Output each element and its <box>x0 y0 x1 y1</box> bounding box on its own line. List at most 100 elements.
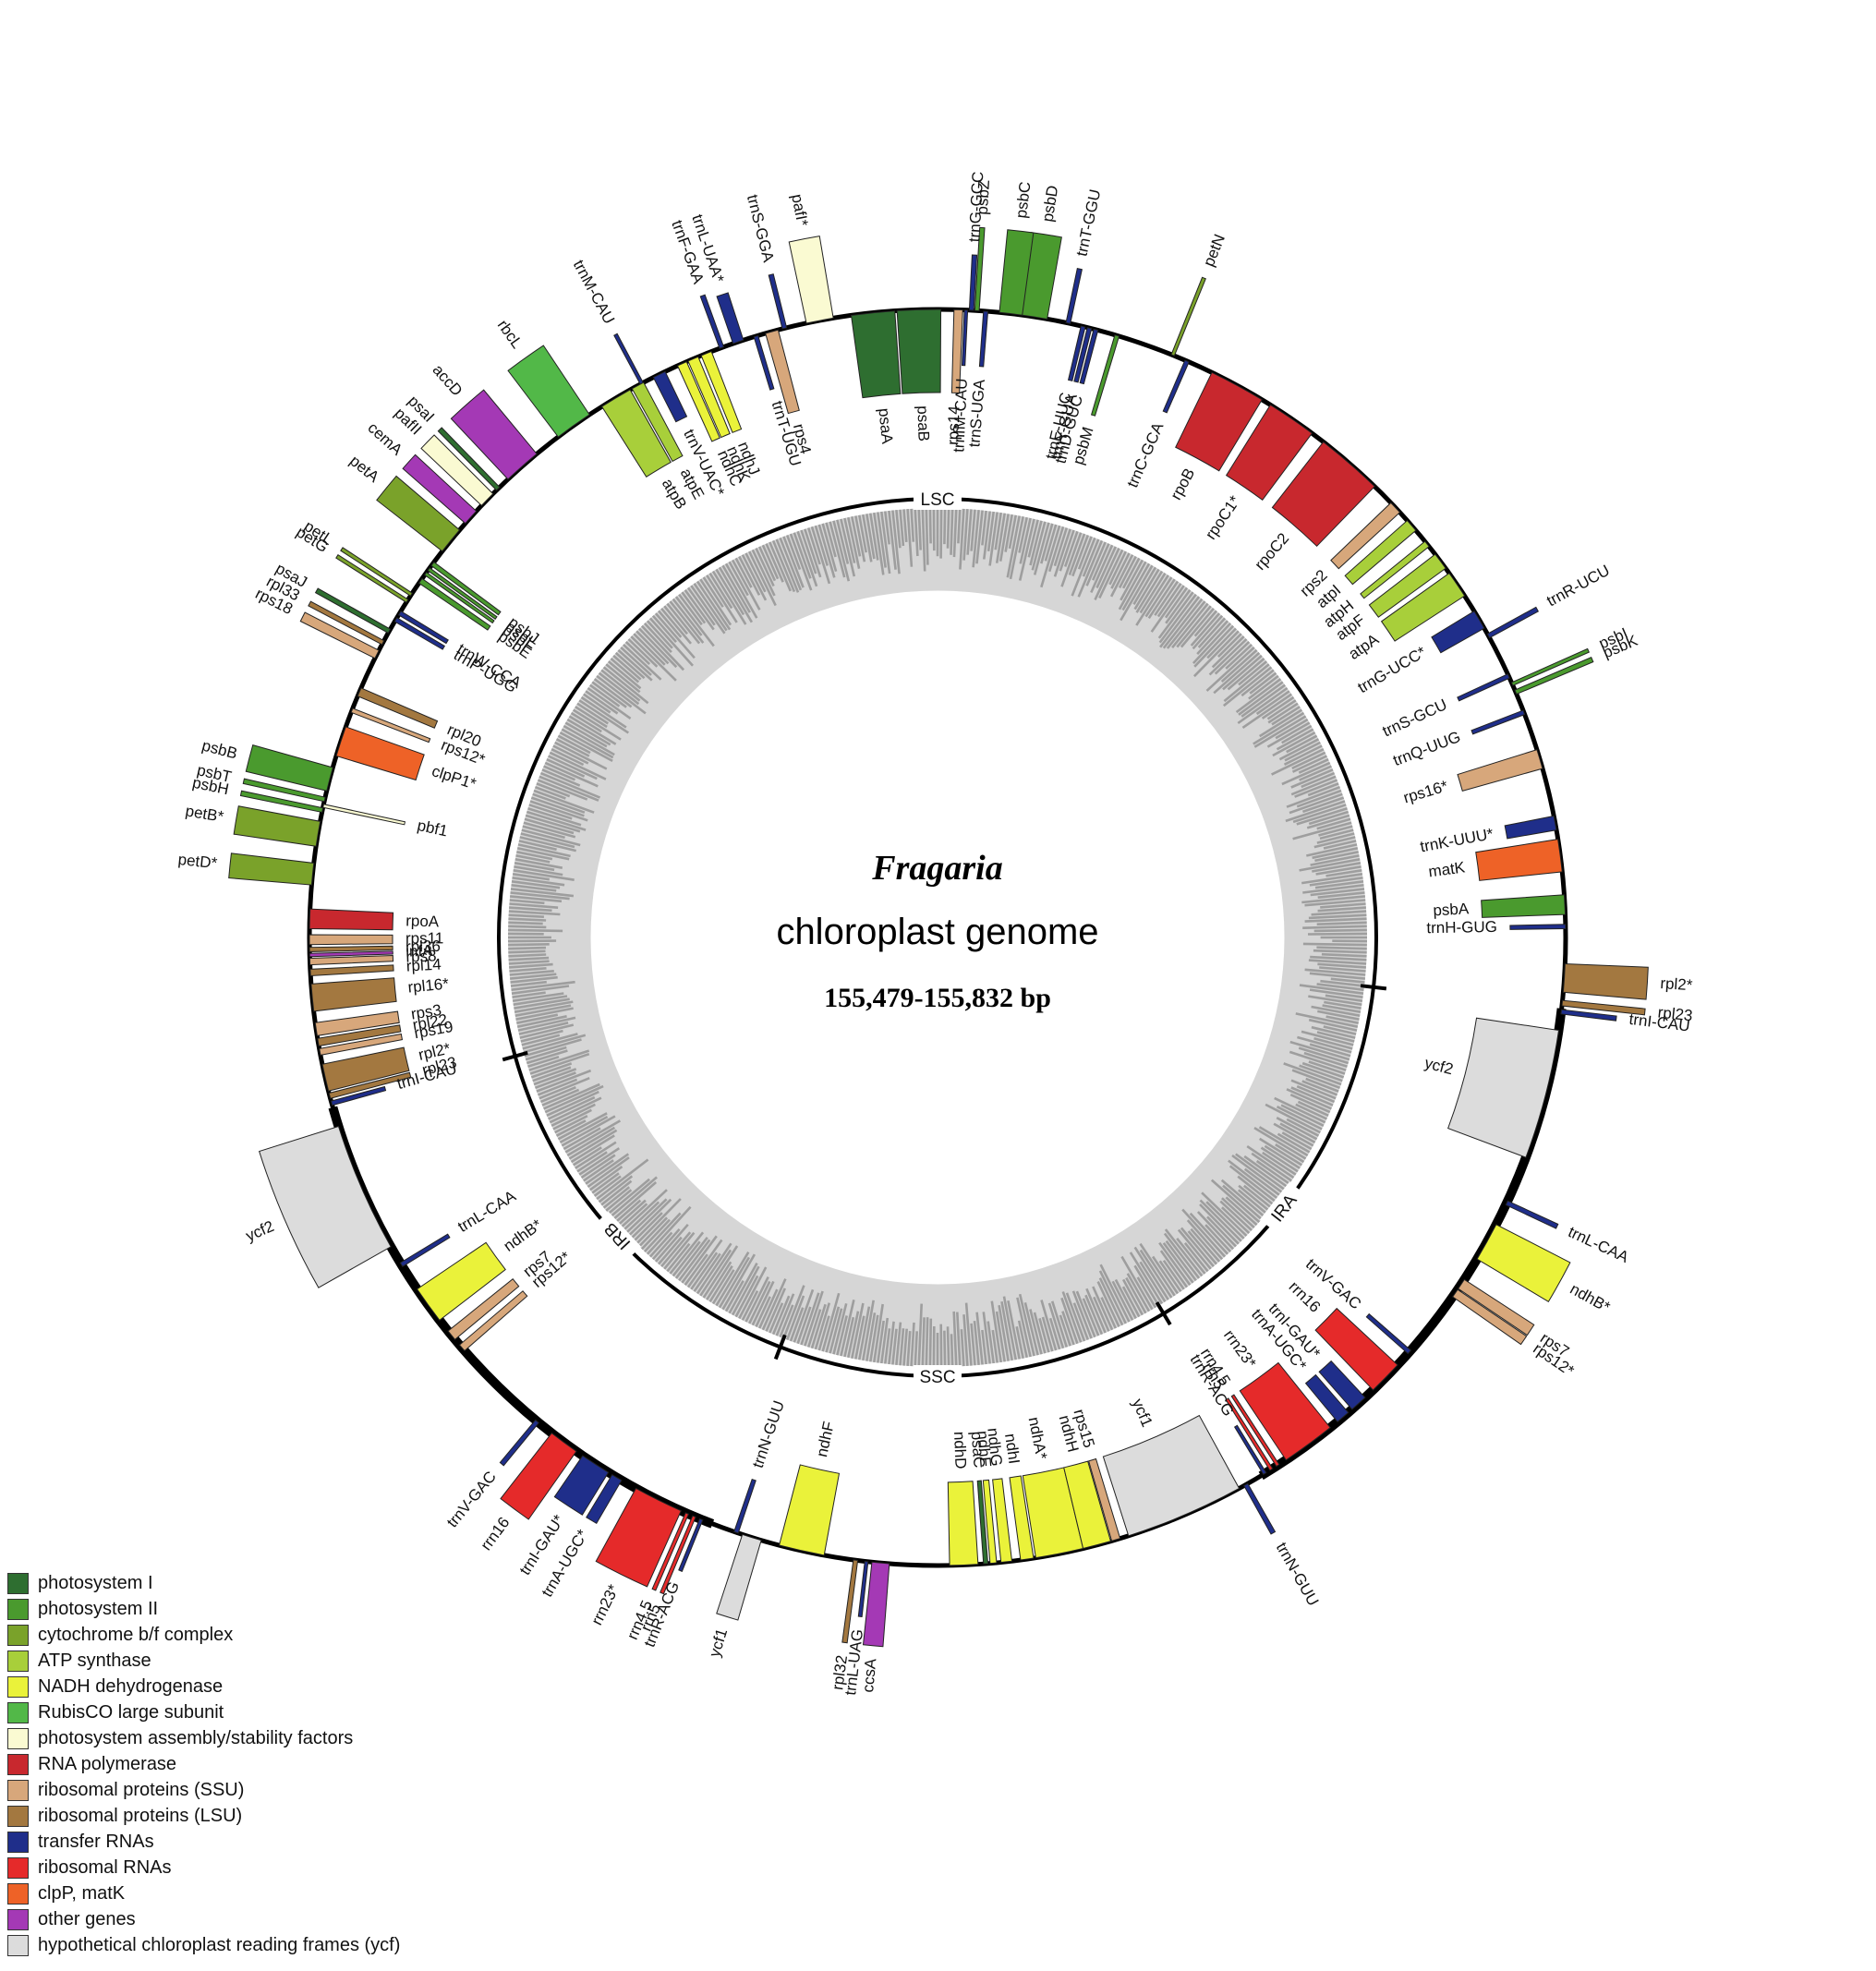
gene-label: psbA <box>1433 900 1470 919</box>
gene-psaa-block <box>850 310 902 399</box>
gene-label: rpl32 <box>829 1654 851 1691</box>
gene-trns-uga-block <box>978 310 989 368</box>
gene-psbf-block <box>423 571 495 624</box>
gene-label: rrn23* <box>1220 1326 1260 1372</box>
legend-item: clpP, matK <box>7 1880 488 1906</box>
legend-label: cytochrome b/f complex <box>38 1624 234 1645</box>
gene-label: ndhF <box>813 1420 838 1458</box>
gene-label: psaB <box>914 405 932 441</box>
gene-trnt-ugu-block <box>753 334 775 391</box>
legend-label: ribosomal proteins (SSU) <box>38 1779 245 1800</box>
gene-ndhf-block <box>778 1464 841 1556</box>
legend-item: RNA polymerase <box>7 1751 488 1777</box>
gene-infa-block <box>309 950 393 958</box>
gene-trnv-uac--block <box>652 370 688 423</box>
legend-swatch <box>7 1908 29 1930</box>
gene-label: trnC-GCA <box>1123 419 1167 490</box>
gene-trnm-cau-block <box>613 333 644 385</box>
gene-rps15-block <box>1088 1457 1121 1542</box>
gene-trnq-uug-block <box>1471 709 1526 735</box>
gene-rps18-block <box>299 611 380 659</box>
gene-peta-block <box>376 475 461 552</box>
legend-item: ribosomal proteins (SSU) <box>7 1777 488 1803</box>
gene-rpoc2-block <box>1271 441 1375 548</box>
gene-pbf1-block <box>322 804 406 826</box>
gene-psbj-block <box>430 561 502 616</box>
legend-label: ribosomal proteins (LSU) <box>38 1805 243 1826</box>
gene-trnr-acg-block <box>1233 1424 1267 1476</box>
legend-item: hypothetical chloroplast reading frames … <box>7 1932 488 1958</box>
gene-rps19-block <box>319 1033 404 1057</box>
gene-trny-gua-block <box>1073 327 1093 383</box>
gene-trnd-guc-block <box>1079 328 1099 385</box>
region-boundary <box>773 1334 787 1360</box>
gene-label: rps16* <box>1401 777 1450 806</box>
gene-cema-block <box>402 453 478 525</box>
gene-atpi-block <box>1344 519 1417 586</box>
gene-ycf1-block <box>1102 1414 1241 1537</box>
gene-rrn4.5-block <box>1230 1394 1280 1468</box>
gene-trni-cau-block <box>1560 1009 1617 1022</box>
gene-label: petN <box>1200 232 1228 269</box>
legend-swatch <box>7 1650 29 1672</box>
gene-rrn16-block <box>1314 1307 1398 1391</box>
gene-rpl2--block <box>321 1046 410 1092</box>
gene-label: ndhB* <box>501 1215 546 1255</box>
gene-psaj-block <box>314 587 392 635</box>
gene-label: matK <box>1427 858 1466 880</box>
legend-item: other genes <box>7 1906 488 1932</box>
gene-label: pafI* <box>788 193 811 228</box>
gc-content-bars <box>507 507 1368 1368</box>
gene-label: trnN-GUU <box>749 1398 788 1470</box>
gene-psbz-block <box>974 226 986 312</box>
gene-label: rpl16* <box>407 974 450 996</box>
gene-rrn5-block <box>660 1515 696 1595</box>
legend-item: photosystem I <box>7 1570 488 1596</box>
gene-layer <box>228 226 1649 1648</box>
gene-ndhe-block <box>982 1479 998 1565</box>
gene-rps3-block <box>314 1010 400 1036</box>
gene-label: rpl14 <box>405 956 442 975</box>
legend-swatch <box>7 1701 29 1723</box>
gene-label: psbC <box>1012 181 1035 220</box>
gene-label: rpoC1* <box>1202 492 1244 543</box>
gene-label: psaC <box>968 1431 988 1469</box>
gene-rpl23-block <box>1561 999 1646 1016</box>
gene-rpoa-block <box>309 908 394 931</box>
gene-rps7-block <box>447 1277 520 1340</box>
center-title: Fragaria chloroplast genome 155,479-155,… <box>776 849 1098 1013</box>
gene-label: rpoA <box>405 912 440 930</box>
gene-trnn-guu-block <box>733 1478 756 1534</box>
gene-label: rps11 <box>405 929 443 947</box>
gene-label: trnG-GCC <box>965 171 986 242</box>
title-subtitle: chloroplast genome <box>776 912 1098 952</box>
legend-swatch <box>7 1753 29 1775</box>
legend-item: RubisCO large subunit <box>7 1699 488 1725</box>
gene-trnr-acg-block <box>678 1518 704 1573</box>
gene-rps11-block <box>309 934 393 946</box>
gene-label: rps3 <box>410 1001 442 1023</box>
gene-ndhd-block <box>947 1481 979 1566</box>
gene-clpp1--block <box>335 726 425 781</box>
legend-swatch <box>7 1831 29 1853</box>
gene-label: rpl2* <box>1660 974 1693 994</box>
gc-inner-blank <box>590 590 1285 1285</box>
gene-rbcl-block <box>507 345 590 438</box>
gene-trna-ugc--block <box>586 1473 623 1525</box>
gene-rpl23-block <box>328 1071 412 1099</box>
legend-label: hypothetical chloroplast reading frames … <box>38 1934 401 1955</box>
gene-trns-gga-block <box>768 273 788 330</box>
gene-rpl32-block <box>841 1559 859 1644</box>
legend-swatch <box>7 1856 29 1879</box>
region-boundary <box>1360 984 1387 991</box>
gene-matk-block <box>1475 839 1563 881</box>
gene-rps12--block <box>458 1290 528 1352</box>
gene-label: psbB <box>200 736 239 762</box>
gene-trni-cau-block <box>330 1085 387 1106</box>
gene-trnl-uag-block <box>857 1560 869 1618</box>
gene-ndhb--block <box>416 1241 506 1322</box>
gene-label: infA <box>405 942 433 961</box>
gene-rrn23--block <box>595 1487 682 1588</box>
gene-psbe-block <box>418 577 491 631</box>
